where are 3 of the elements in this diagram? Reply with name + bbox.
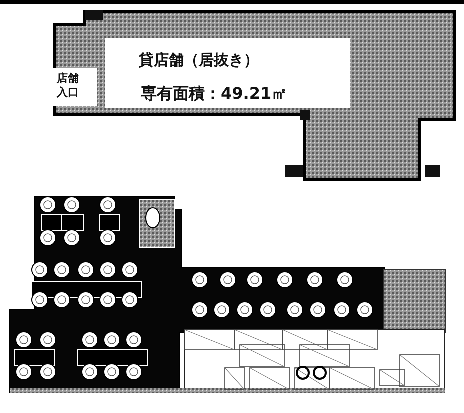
title-text: 貸店舗（居抜き）: [139, 51, 259, 70]
entrance-label: 店舗入口: [57, 72, 80, 100]
area-label: 専有面積：49.21㎡: [141, 84, 288, 105]
